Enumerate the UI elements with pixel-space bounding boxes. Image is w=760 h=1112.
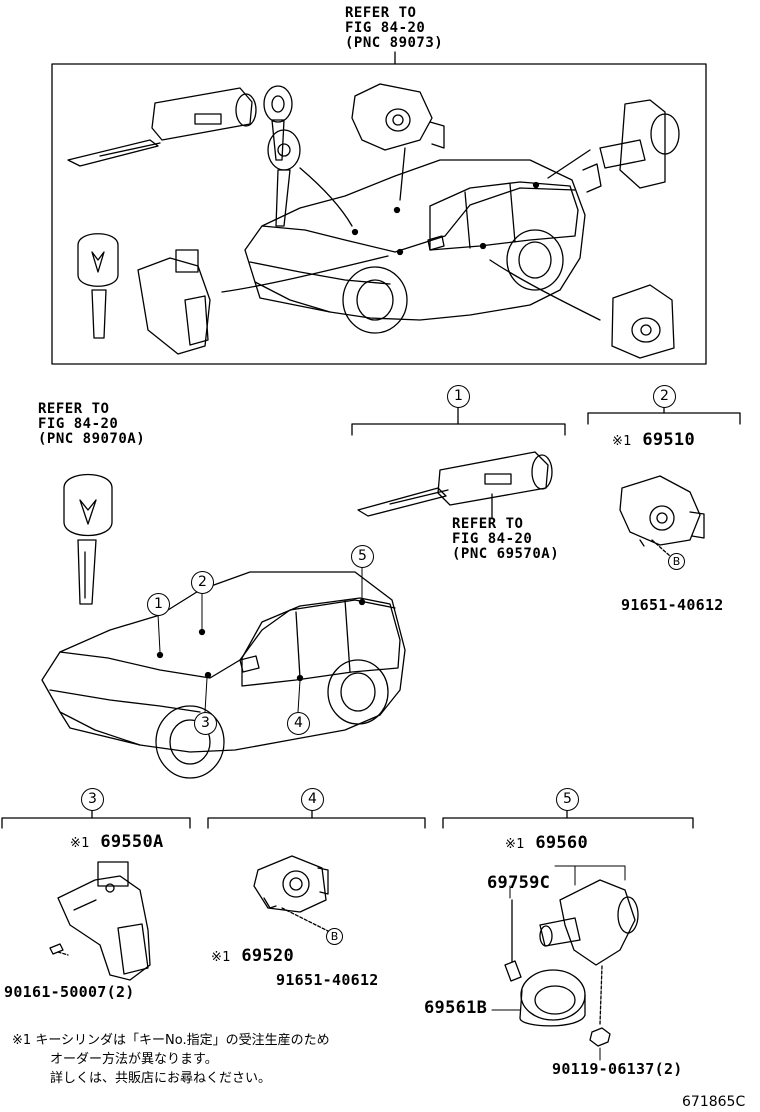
note-mark: ※1 — [70, 836, 90, 851]
lock-cylinder-icon-top-side — [611, 284, 675, 359]
lock-cylinder-icon-top-bracket — [137, 249, 211, 355]
part-91651-b: 91651-40612 — [276, 971, 379, 989]
part-69560: ※1 69560 — [505, 833, 588, 853]
part-69520-number: 69520 — [241, 946, 294, 966]
note-mark: ※1 — [612, 434, 632, 449]
section1-bracket — [351, 423, 566, 436]
section2-bracket — [587, 412, 741, 425]
callout-leaders — [157, 565, 363, 713]
callout-b-section2: B — [668, 553, 685, 570]
part-69560-number: 69560 — [535, 833, 588, 853]
key-icon-top-remote — [77, 233, 119, 339]
section-callout-5: 5 — [556, 788, 579, 811]
part-90161: 90161-50007(2) — [4, 983, 135, 1001]
key-refer-label: REFER TO FIG 84-20 (PNC 89070A) — [38, 402, 145, 447]
note-mark: ※1 — [505, 837, 525, 852]
part-90119: 90119-06137(2) — [552, 1060, 683, 1078]
lock-cylinder-icon-top-door-a — [351, 83, 445, 151]
diagram-code: 671865C — [682, 1094, 746, 1110]
part-69561B: 69561B — [424, 998, 488, 1018]
section-callout-4: 4 — [301, 788, 324, 811]
section5-bracket — [442, 817, 694, 829]
order-note-mark: ※1 — [12, 1033, 32, 1048]
note-mark: ※1 — [211, 950, 231, 965]
section3-bracket — [1, 817, 191, 829]
cylinder-refer-label: REFER TO FIG 84-20 (PNC 69570A) — [452, 517, 559, 562]
top-refer-line3: (PNC 89073) — [345, 35, 444, 51]
part-69520: ※1 69520 — [211, 946, 294, 966]
key-icon-top-b — [267, 129, 301, 227]
overview-frame — [51, 63, 707, 365]
lock-cylinder-icon-ignition-top — [67, 87, 257, 167]
leader-69560 — [554, 865, 626, 881]
section-callout-3: 3 — [81, 788, 104, 811]
lock-cylinder-icon-69510 — [619, 475, 705, 557]
bezel-ring-icon-69561B — [519, 969, 586, 1027]
section4-bracket — [207, 817, 426, 829]
car-callout-1: 1 — [147, 593, 170, 616]
cylinder-refer-line3: (PNC 69570A) — [452, 546, 560, 562]
part-91651-a: 91651-40612 — [621, 596, 724, 614]
key-icon-remote — [63, 473, 113, 605]
lock-cylinder-icon-69550A — [49, 861, 151, 981]
lock-cylinder-icon-69520 — [253, 855, 331, 933]
callout-b-section4: B — [326, 928, 343, 945]
order-note: ※1 キーシリンダは「キーNo.指定」の受注生産のため オーダー方法が異なります… — [12, 1031, 330, 1088]
car-callout-3: 3 — [194, 712, 217, 735]
order-note-line3: 詳しくは、共販店にお尋ねください。 — [50, 1071, 272, 1086]
top-refer-line1: REFER TO — [345, 5, 417, 21]
cylinder-refer-line1: REFER TO — [452, 516, 524, 532]
key-icon-top-a — [263, 85, 293, 161]
key-refer-line3: (PNC 89070A) — [38, 431, 146, 447]
order-note-text1: キーシリンダは「キーNo.指定」の受注生産のため — [35, 1033, 330, 1048]
part-69759C: 69759C — [487, 873, 551, 893]
car-callout-2: 2 — [191, 571, 214, 594]
part-69550A: ※1 69550A — [70, 832, 164, 852]
lock-cylinder-icon-69560 — [504, 879, 639, 982]
key-refer-line2: FIG 84-20 — [38, 416, 119, 432]
section-callout-1: 1 — [447, 385, 470, 408]
key-refer-line1: REFER TO — [38, 401, 110, 417]
car-wagon-icon-middle — [41, 571, 406, 779]
car-wagon-icon-top — [221, 147, 601, 334]
car-callout-5: 5 — [351, 545, 374, 568]
cylinder-refer-line2: FIG 84-20 — [452, 531, 533, 547]
part-69510-number: 69510 — [642, 430, 695, 450]
order-note-line1: ※1 キーシリンダは「キーNo.指定」の受注生産のため — [12, 1031, 330, 1050]
top-refer-label: REFER TO FIG 84-20 (PNC 89073) — [345, 6, 443, 51]
order-note-line2: オーダー方法が異なります。 — [50, 1052, 218, 1067]
car-callout-4: 4 — [287, 712, 310, 735]
part-69510: ※1 69510 — [612, 430, 695, 450]
lock-cylinder-icon-section1 — [357, 451, 553, 519]
top-refer-line2: FIG 84-20 — [345, 20, 426, 36]
lock-cylinder-icon-top-tail — [582, 99, 680, 193]
part-69550A-number: 69550A — [100, 832, 164, 852]
bolt-icon-90119 — [589, 965, 611, 1047]
section-callout-2: 2 — [653, 385, 676, 408]
